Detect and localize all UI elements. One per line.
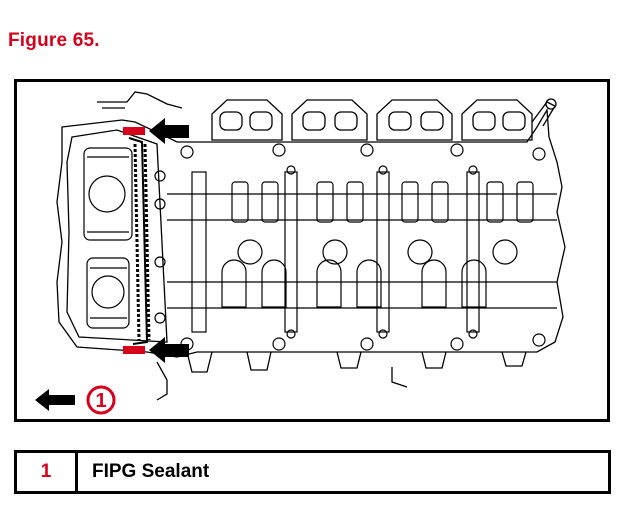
legend-number: 1 xyxy=(17,453,78,491)
lower-sprocket-body xyxy=(86,257,130,329)
port-hole-3 xyxy=(302,111,326,131)
head-outline xyxy=(56,107,566,358)
port-hole-1 xyxy=(219,111,243,131)
callout-circle xyxy=(86,385,116,415)
port-hole-7 xyxy=(472,111,496,131)
timing-sprockets xyxy=(83,137,166,345)
wire-top xyxy=(97,91,183,109)
exhaust-camshaft xyxy=(167,281,557,309)
intake-camshaft xyxy=(167,193,557,221)
figure-title: Figure 65. xyxy=(8,30,100,51)
camshafts xyxy=(167,143,557,351)
pointer-arrow-top xyxy=(149,118,189,144)
legend-label: FIPG Sealant xyxy=(92,461,210,482)
left-arrow-icon xyxy=(35,389,75,411)
upper-sprocket-body xyxy=(83,147,133,241)
sealant-mark-top xyxy=(123,127,145,135)
port-3 xyxy=(376,99,453,141)
pipe-fitting xyxy=(531,101,556,127)
callout-number: 1 xyxy=(95,390,106,412)
port-hole-6 xyxy=(420,111,444,131)
figure-frame: 1 xyxy=(14,79,610,422)
port-hole-8 xyxy=(502,111,526,131)
pointer-arrow-bottom xyxy=(149,337,189,363)
port-2 xyxy=(291,99,368,141)
sealant-mark-bottom xyxy=(123,346,145,354)
port-4 xyxy=(461,99,533,141)
front-cover-outline xyxy=(66,129,168,343)
port-hole-5 xyxy=(388,111,412,131)
port-hole-2 xyxy=(249,111,273,131)
engine-line-drawing: 1 xyxy=(35,91,566,415)
port-hole-4 xyxy=(334,111,358,131)
port-1 xyxy=(211,99,283,141)
legend-table: 1 FIPG Sealant xyxy=(14,450,611,494)
